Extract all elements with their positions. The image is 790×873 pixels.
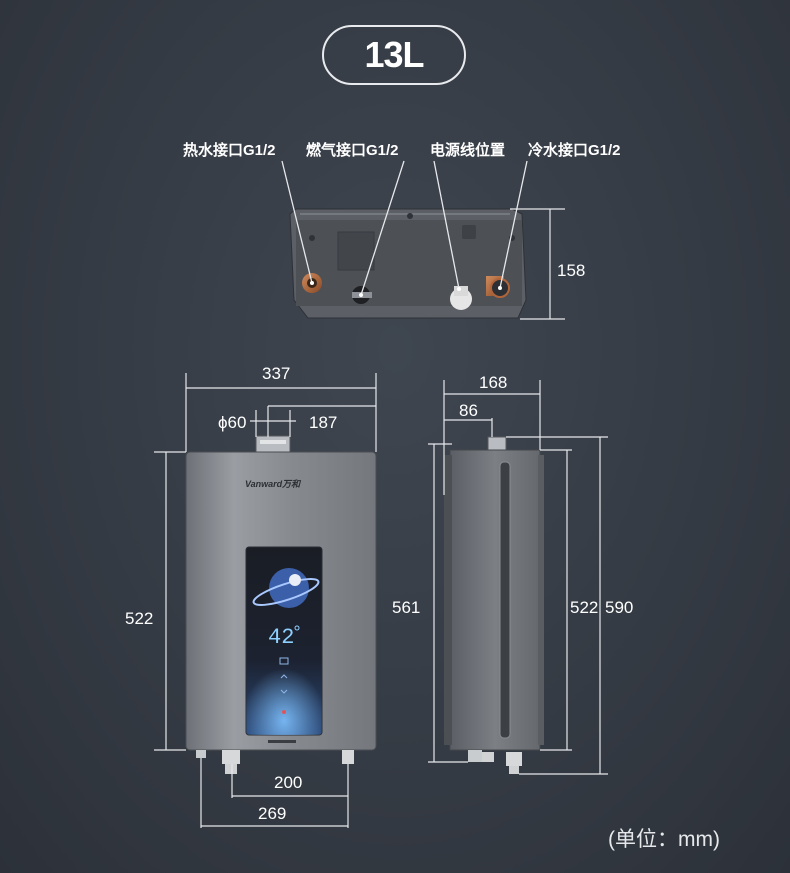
dim-side-flue-offset: 86 [459,401,478,420]
dim-front-body-height: 522 [125,609,154,628]
brand-logo: Vanward万和 [245,479,302,489]
dim-fitting-spacing-outer: 269 [258,804,287,823]
front-view: Vanward万和 42 [185,435,377,774]
dim-side-body-height: 522 [570,598,599,617]
cold-water-connection-label: 冷水接口G1/2 [528,142,621,159]
dim-158-lines [510,208,565,320]
leader-lines [281,160,528,296]
gas-connection-label: 燃气接口G1/2 [306,142,399,159]
capacity-badge: 13L [322,25,466,85]
dim-flue-diameter: ϕ60 [218,413,247,432]
dim-bottom-depth: 158 [557,261,586,280]
dim-front-width: 337 [262,364,291,383]
dim-side-total-height: 590 [605,598,634,617]
dim-fitting-spacing-inner: 200 [274,773,303,792]
display-temperature: 42 [268,625,294,650]
dim-flue-offset: 187 [309,413,338,432]
bottom-view [289,208,527,319]
hot-water-connection-label: 热水接口G1/2 [183,142,276,159]
dim-side-height-left: 561 [392,598,421,617]
dim-side-depth: 168 [479,373,508,392]
front-dimension-lines [154,373,377,828]
unit-note: (单位：mm) [608,828,720,851]
side-dimension-lines [428,380,608,775]
power-cord-position-label: 电源线位置 [430,142,506,159]
side-view [444,436,544,774]
